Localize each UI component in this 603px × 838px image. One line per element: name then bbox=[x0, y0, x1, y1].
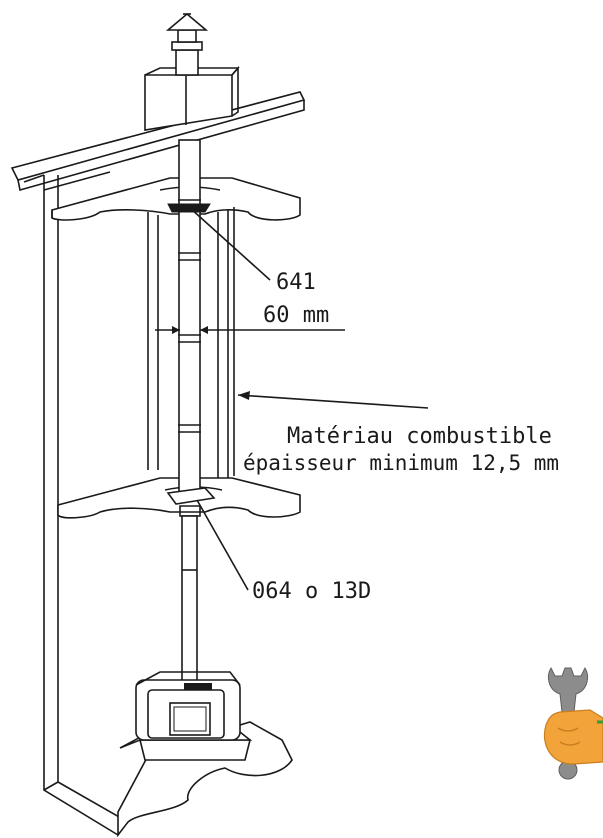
chimney-cap bbox=[165, 12, 209, 76]
chimney-stack bbox=[144, 65, 240, 131]
support-plate-641 bbox=[167, 203, 211, 213]
house-frame bbox=[23, 174, 129, 836]
annotation-lines bbox=[155, 207, 429, 591]
enclosure-walls bbox=[147, 207, 235, 488]
support-plate-064 bbox=[166, 487, 216, 517]
label-thickness: épaisseur minimum 12,5 mm bbox=[243, 451, 559, 475]
label-material: Matériau combustible bbox=[287, 424, 552, 449]
label-part-641: 641 bbox=[276, 270, 316, 295]
label-part-064: 064 o 13D bbox=[252, 579, 371, 604]
label-clearance: 60 mm bbox=[263, 303, 329, 328]
upper-floor-slab bbox=[51, 177, 301, 221]
flue-pipe-lower bbox=[181, 515, 198, 687]
flue-pipe-upper bbox=[178, 139, 201, 493]
wrench-in-hand-icon bbox=[543, 666, 603, 780]
wood-stove bbox=[119, 671, 253, 761]
